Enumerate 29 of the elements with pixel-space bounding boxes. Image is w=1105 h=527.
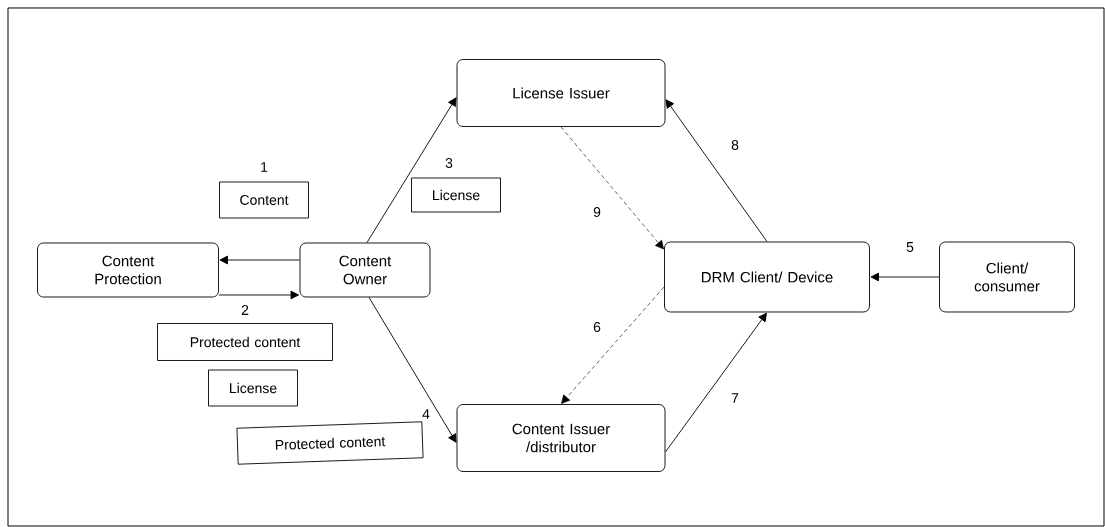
label-box: License [411, 177, 501, 213]
label-box: Protected content [157, 323, 333, 361]
arrow [665, 312, 767, 453]
process-box: Content Owner [299, 242, 431, 298]
step-number: 3 [445, 158, 453, 168]
step-number: 2 [241, 305, 249, 315]
process-box: Client/ consumer [939, 241, 1075, 313]
process-box: License Issuer [456, 59, 666, 127]
label-box: Protected content [236, 421, 424, 465]
label-box: License [208, 369, 298, 407]
arrow [366, 97, 457, 243]
arrow [219, 255, 300, 265]
step-number: 4 [422, 409, 430, 419]
label-box: Content [219, 181, 309, 219]
edge-label: 9 [592, 206, 602, 218]
arrow [665, 99, 768, 242]
process-box: DRM Client/ Device [664, 241, 870, 313]
edge-label: 6 [592, 321, 602, 333]
edge-label: 7 [730, 392, 740, 404]
process-box: Content Protection [37, 242, 219, 298]
arrow [560, 126, 664, 250]
process-box: Content Issuer /distributor [456, 404, 666, 472]
edge-label: 8 [730, 139, 740, 151]
arrow [368, 297, 457, 443]
edge-label: 5 [905, 241, 915, 253]
arrow [218, 290, 299, 300]
step-number: 1 [261, 162, 268, 172]
arrow [561, 286, 665, 404]
arrow [870, 272, 940, 282]
